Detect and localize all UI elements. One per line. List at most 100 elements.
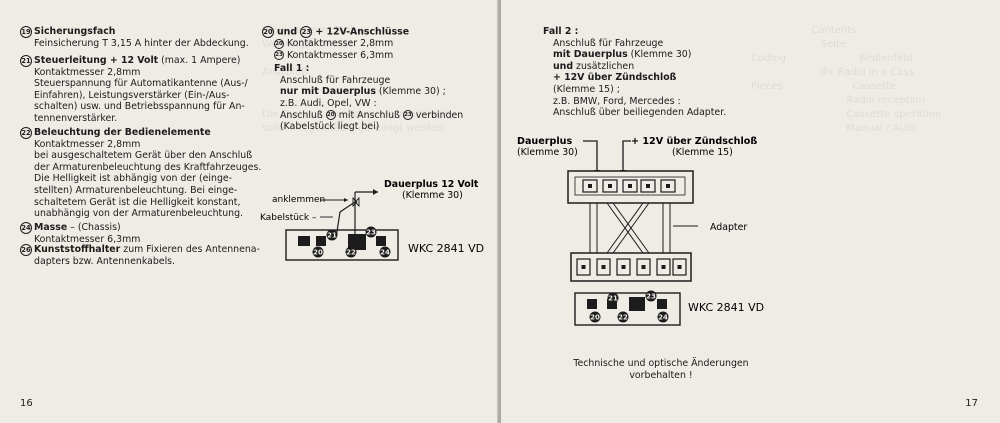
text-line: Einfahren), Leistungsverstärker (Ein-/Au… — [34, 90, 269, 102]
adapter-bottom-slots — [576, 258, 687, 276]
slot-contact — [666, 184, 670, 188]
fall2-line: z.B. BMW, Ford, Mercedes : — [543, 96, 763, 108]
item-number: 21 — [20, 55, 34, 67]
text: Die Helligkeit ist abhängig von der (ein… — [34, 173, 233, 185]
circled-number: 21 — [20, 55, 32, 67]
pin-22: 22 — [617, 311, 629, 323]
text-line: Kunststoffhalter zum Fixieren des Antenn… — [34, 244, 269, 256]
svg-text:21: 21 — [608, 295, 618, 303]
item-text: Steuerleitung + 12 Volt (max. 1 Ampere)K… — [34, 55, 269, 125]
adapter-top-slots — [582, 179, 676, 193]
pin-20: 20 — [589, 311, 601, 323]
dauerplus-wire — [583, 140, 598, 175]
text-line: Masse – (Chassis) — [34, 222, 269, 234]
kabelstueck-wire — [335, 201, 356, 239]
svg-text:22: 22 — [346, 249, 356, 257]
model-label: WKC 2841 VD — [688, 301, 764, 314]
pin-slot — [298, 236, 310, 246]
circled-number: 20 — [274, 38, 284, 49]
slot-contact — [641, 265, 646, 269]
pin-slot — [376, 236, 386, 246]
fall1-line: nur mit Dauerplus (Klemme 30) ; — [262, 86, 487, 98]
slot-contact — [677, 265, 682, 269]
text: unabhängig von der Armaturenbeleuchtung. — [34, 208, 244, 220]
pin-slot — [587, 299, 597, 309]
adapter-wires — [589, 202, 671, 254]
text-line: Kontaktmesser 2,8mm — [34, 139, 269, 151]
text: Anschluß über beiliegenden Adapter. — [553, 107, 727, 119]
text: schaltetem Gerät ist die Helligkeit kons… — [34, 196, 241, 208]
wiring-diagram-fall2: Dauerplus (Klemme 30) + 12V über Zündsch… — [517, 136, 764, 326]
pin-slot — [316, 236, 326, 246]
slot-contact — [588, 184, 592, 188]
model-label: WKC 2841 VD — [408, 242, 484, 255]
pin-23: 23 — [365, 226, 377, 238]
text-line: bei ausgeschaltetem Gerät über den Ansch… — [34, 150, 269, 162]
fall1-last: (Kabelstück liegt bei) — [280, 121, 380, 133]
fall2-line: mit Dauerplus (Klemme 30) — [543, 49, 763, 61]
kabelstueck-label: Kabelstück – — [260, 213, 317, 223]
text: Anschluß für Fahrzeuge — [553, 37, 664, 49]
fall2-line: und zusätzlichen — [543, 61, 763, 73]
svg-text:23: 23 — [366, 229, 376, 237]
text-line: der Armaturenbeleuchtung des Kraftfahrze… — [34, 162, 269, 174]
pin-slot — [629, 297, 645, 311]
text: z.B. BMW, Ford, Mercedes : — [553, 95, 681, 107]
text: Kontaktmesser 2,8mm — [34, 66, 141, 78]
anklemmen-label: anklemmen — [272, 195, 325, 205]
circled-number: 26 — [20, 244, 32, 256]
text-line: Die Helligkeit ist abhängig von der (ein… — [34, 173, 269, 185]
text: Kontaktmesser 2,8mm — [34, 138, 141, 150]
text-line: Steuerspannung für Automatikantenne (Aus… — [34, 78, 269, 90]
text: verbinden — [412, 109, 464, 121]
fall1-line: z.B. Audi, Opel, VW : — [262, 98, 487, 110]
text-line: tennenverstärker. — [34, 113, 269, 125]
slot-contact — [608, 184, 612, 188]
svg-text:24: 24 — [658, 314, 668, 322]
text-line: dapters bzw. Antennenkabels. — [34, 256, 269, 268]
arrow-icon — [373, 189, 378, 195]
bold-text: Steuerleitung + 12 Volt — [34, 55, 159, 66]
text: Anschluß für Fahrzeuge — [280, 74, 391, 86]
text: dapters bzw. Antennenkabels. — [34, 255, 176, 267]
text: Feinsicherung T 3,15 A hinter der Abdeck… — [34, 37, 249, 49]
text: (Klemme 15) ; — [553, 83, 620, 95]
klemme15-label: (Klemme 15) — [672, 147, 733, 158]
text: schalten) usw. und Betriebsspannung für … — [34, 101, 245, 113]
svg-text:20: 20 — [590, 314, 600, 322]
text: bei ausgeschaltetem Gerät über den Ansch… — [34, 150, 253, 162]
fall2-line: + 12V über Zündschloß — [543, 72, 763, 84]
fall1-connect-line: Anschluß 20 mit Anschluß 23 verbinden — [262, 110, 487, 122]
text-line: schalten) usw. und Betriebsspannung für … — [34, 101, 269, 113]
slot-contact — [646, 184, 650, 188]
adapter-label: Adapter — [710, 222, 747, 233]
text: (max. 1 Ampere) — [158, 55, 241, 66]
heading-und: und — [277, 26, 301, 38]
pin-21: 21 — [607, 292, 619, 304]
pin-22: 22 — [345, 246, 357, 258]
text-line: Sicherungsfach — [34, 26, 269, 38]
note-line: Technische und optische Änderungen — [573, 358, 749, 369]
text: Steuerspannung für Automatikantenne (Aus… — [34, 78, 248, 90]
bold-text: Kunststoffhalter — [34, 244, 121, 255]
contact-line: 23 Kontaktmesser 6,3mm — [262, 50, 487, 62]
bold-text: Beleuchtung der Bedienelemente — [34, 127, 211, 138]
slot-contact — [621, 265, 626, 269]
text: zusätzlichen — [573, 60, 635, 72]
slot-contact — [661, 265, 666, 269]
text-line: Kontaktmesser 6,3mm — [34, 234, 269, 246]
circled-number: 23 — [300, 26, 313, 38]
text: Kontaktmesser 6,3mm — [34, 233, 141, 245]
circled-number: 23 — [402, 110, 413, 121]
fall2-line: (Klemme 15) ; — [543, 84, 763, 96]
text-line: Steuerleitung + 12 Volt (max. 1 Ampere) — [34, 55, 269, 67]
svg-text:20: 20 — [313, 249, 323, 257]
contact-text: Kontaktmesser 2,8mm — [284, 38, 394, 50]
left-page: Hinweise zum Einbau Wartungshinweise Ans… — [0, 0, 499, 423]
text: tennenverstärker. — [34, 112, 118, 124]
